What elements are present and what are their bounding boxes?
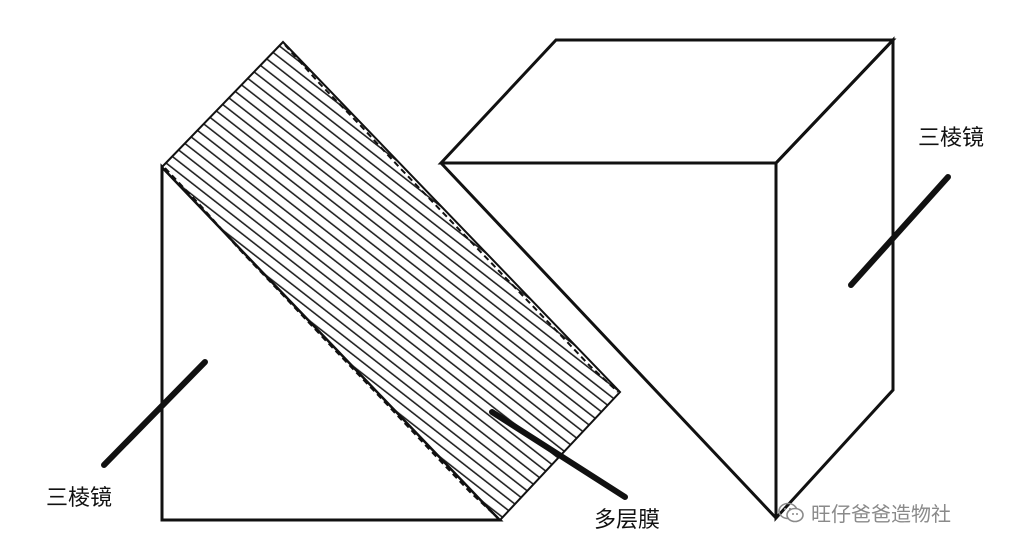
leader-line-multilayer bbox=[489, 409, 628, 500]
prism-label-left: 三棱镜 bbox=[46, 486, 113, 511]
leader-line-prism-right bbox=[848, 174, 951, 288]
right-prism bbox=[437, 36, 897, 522]
prism-label-right: 三棱镜 bbox=[918, 126, 985, 151]
leader-line-prism-left bbox=[101, 359, 208, 468]
multilayer-film bbox=[160, 40, 622, 522]
wechat-icon bbox=[778, 502, 804, 522]
multilayer-film-label: 多层膜 bbox=[594, 508, 661, 533]
watermark: 旺仔爸爸造物社 bbox=[777, 498, 951, 527]
watermark-text: 旺仔爸爸造物社 bbox=[811, 502, 951, 526]
